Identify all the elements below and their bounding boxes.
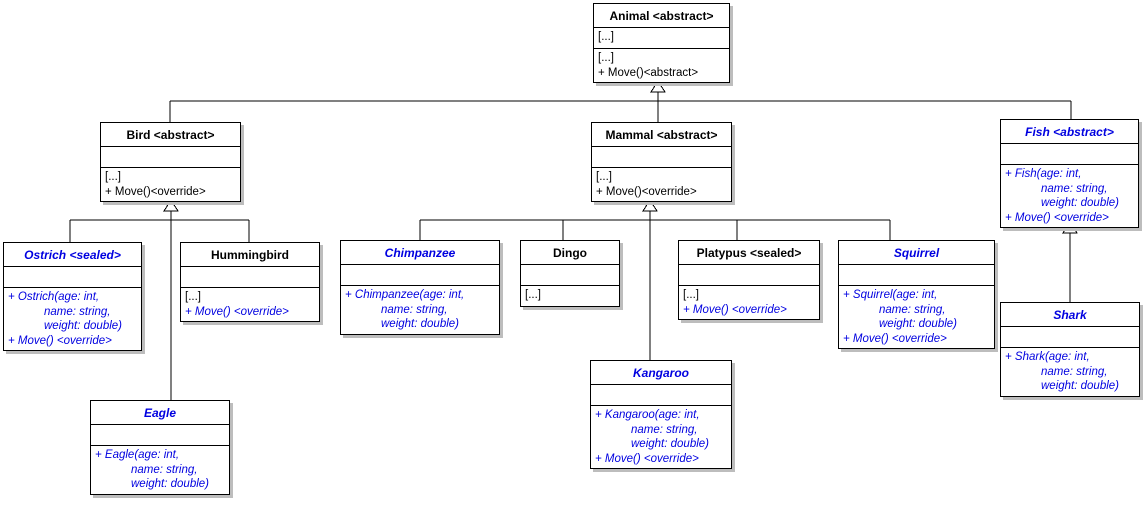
method-line: [...] bbox=[598, 52, 614, 64]
methods-compartment: + Kangaroo(age: int, name: string, weigh… bbox=[591, 406, 731, 468]
edge-mammal-children bbox=[419, 211, 891, 360]
class-animal[interactable]: Animal <abstract> [...] [...] + Move()<a… bbox=[593, 3, 730, 83]
method-line: weight: double) bbox=[1041, 380, 1119, 392]
methods-compartment: [...] + Move() <override> bbox=[181, 288, 319, 321]
method-line: weight: double) bbox=[381, 318, 459, 330]
class-shark[interactable]: Shark + Shark(age: int, name: string, we… bbox=[1000, 302, 1140, 397]
method-line: [...] bbox=[185, 291, 201, 303]
method-line: [...] bbox=[596, 171, 612, 183]
method-line: [...] bbox=[683, 289, 699, 301]
method-line: name: string, bbox=[1041, 365, 1108, 378]
fields-compartment bbox=[181, 267, 319, 288]
class-title: Chimpanzee bbox=[341, 241, 499, 265]
methods-compartment: + Squirrel(age: int, name: string, weigh… bbox=[839, 286, 994, 348]
method-line: name: string, bbox=[1041, 182, 1108, 195]
method-line: + Ostrich(age: int, bbox=[8, 291, 100, 303]
class-title: Eagle bbox=[91, 401, 229, 425]
class-squirrel[interactable]: Squirrel + Squirrel(age: int, name: stri… bbox=[838, 240, 995, 349]
class-title: Dingo bbox=[521, 241, 619, 265]
class-fish[interactable]: Fish <abstract> + Fish(age: int, name: s… bbox=[1000, 119, 1139, 228]
inheritance-arrow-animal bbox=[650, 80, 666, 93]
method-line: name: string, bbox=[131, 463, 198, 476]
fields-compartment bbox=[591, 385, 731, 406]
fields-compartment: [...] bbox=[594, 28, 729, 49]
field-line: [...] bbox=[598, 31, 614, 43]
edge-bird-children bbox=[69, 211, 250, 400]
method-line: + Move() <override> bbox=[1005, 211, 1109, 224]
method-line: + Move()<abstract> bbox=[598, 66, 699, 79]
class-title: Bird <abstract> bbox=[101, 123, 240, 147]
fields-compartment bbox=[839, 265, 994, 286]
method-line: weight: double) bbox=[879, 318, 957, 330]
method-line: + Chimpanzee(age: int, bbox=[345, 289, 465, 301]
class-kangaroo[interactable]: Kangaroo + Kangaroo(age: int, name: stri… bbox=[590, 360, 732, 469]
edge-animal-children bbox=[169, 92, 1072, 122]
class-chimpanzee[interactable]: Chimpanzee + Chimpanzee(age: int, name: … bbox=[340, 240, 500, 335]
class-hummingbird[interactable]: Hummingbird [...] + Move() <override> bbox=[180, 242, 320, 322]
inheritance-arrow-mammal bbox=[642, 199, 658, 212]
class-title: Platypus <sealed> bbox=[679, 241, 819, 265]
fields-compartment bbox=[1001, 327, 1139, 348]
method-line: name: string, bbox=[631, 423, 698, 436]
class-title: Shark bbox=[1001, 303, 1139, 327]
class-title: Squirrel bbox=[839, 241, 994, 265]
method-line: + Move()<override> bbox=[105, 185, 206, 198]
methods-compartment: + Fish(age: int, name: string, weight: d… bbox=[1001, 165, 1138, 227]
class-dingo[interactable]: Dingo [...] bbox=[520, 240, 620, 307]
methods-compartment: [...] bbox=[521, 286, 619, 306]
method-line: weight: double) bbox=[131, 478, 209, 490]
method-line: + Move() <override> bbox=[843, 332, 947, 345]
class-platypus[interactable]: Platypus <sealed> [...] + Move() <overri… bbox=[678, 240, 820, 320]
fields-compartment bbox=[592, 147, 731, 168]
method-line: + Move() <override> bbox=[8, 334, 112, 347]
fields-compartment bbox=[521, 265, 619, 286]
method-line: + Fish(age: int, bbox=[1005, 168, 1082, 180]
method-line: + Move() <override> bbox=[683, 303, 787, 316]
methods-compartment: + Ostrich(age: int, name: string, weight… bbox=[4, 288, 141, 350]
methods-compartment: [...] + Move()<abstract> bbox=[594, 49, 729, 82]
class-mammal[interactable]: Mammal <abstract> [...] + Move()<overrid… bbox=[591, 122, 732, 202]
class-title: Ostrich <sealed> bbox=[4, 243, 141, 267]
method-line: name: string, bbox=[879, 303, 946, 316]
method-line: + Squirrel(age: int, bbox=[843, 289, 938, 301]
methods-compartment: [...] + Move() <override> bbox=[679, 286, 819, 319]
method-line: + Move()<override> bbox=[596, 185, 697, 198]
fields-compartment bbox=[91, 425, 229, 446]
inheritance-arrow-bird bbox=[163, 199, 179, 212]
method-line: [...] bbox=[105, 171, 121, 183]
class-title: Animal <abstract> bbox=[594, 4, 729, 28]
method-line: name: string, bbox=[44, 305, 111, 318]
methods-compartment: + Eagle(age: int, name: string, weight: … bbox=[91, 446, 229, 494]
method-line: + Eagle(age: int, bbox=[95, 449, 180, 461]
method-line: + Move() <override> bbox=[595, 452, 699, 465]
fields-compartment bbox=[101, 147, 240, 168]
method-line: weight: double) bbox=[631, 438, 709, 450]
methods-compartment: + Chimpanzee(age: int, name: string, wei… bbox=[341, 286, 499, 334]
method-line: + Shark(age: int, bbox=[1005, 351, 1090, 363]
method-line: weight: double) bbox=[1041, 197, 1119, 209]
class-title: Hummingbird bbox=[181, 243, 319, 267]
method-line: name: string, bbox=[381, 303, 448, 316]
class-title: Fish <abstract> bbox=[1001, 120, 1138, 144]
fields-compartment bbox=[4, 267, 141, 288]
method-line: weight: double) bbox=[44, 320, 122, 332]
class-title: Mammal <abstract> bbox=[592, 123, 731, 147]
method-line: + Kangaroo(age: int, bbox=[595, 409, 700, 421]
class-bird[interactable]: Bird <abstract> [...] + Move()<override> bbox=[100, 122, 241, 202]
methods-compartment: [...] + Move()<override> bbox=[592, 168, 731, 201]
fields-compartment bbox=[341, 265, 499, 286]
fields-compartment bbox=[679, 265, 819, 286]
method-line: [...] bbox=[525, 289, 541, 301]
class-title: Kangaroo bbox=[591, 361, 731, 385]
class-ostrich[interactable]: Ostrich <sealed> + Ostrich(age: int, nam… bbox=[3, 242, 142, 351]
methods-compartment: + Shark(age: int, name: string, weight: … bbox=[1001, 348, 1139, 396]
methods-compartment: [...] + Move()<override> bbox=[101, 168, 240, 201]
fields-compartment bbox=[1001, 144, 1138, 165]
class-eagle[interactable]: Eagle + Eagle(age: int, name: string, we… bbox=[90, 400, 230, 495]
method-line: + Move() <override> bbox=[185, 305, 289, 318]
